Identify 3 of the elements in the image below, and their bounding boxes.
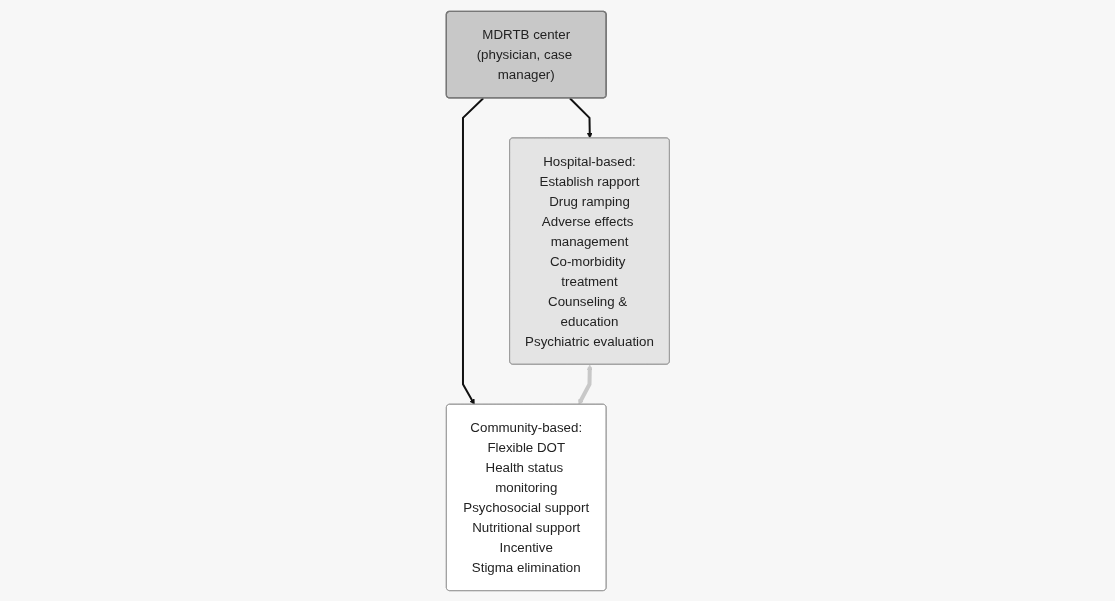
arrow	[568, 96, 593, 138]
arrow	[461, 96, 484, 405]
arrow	[577, 364, 593, 405]
